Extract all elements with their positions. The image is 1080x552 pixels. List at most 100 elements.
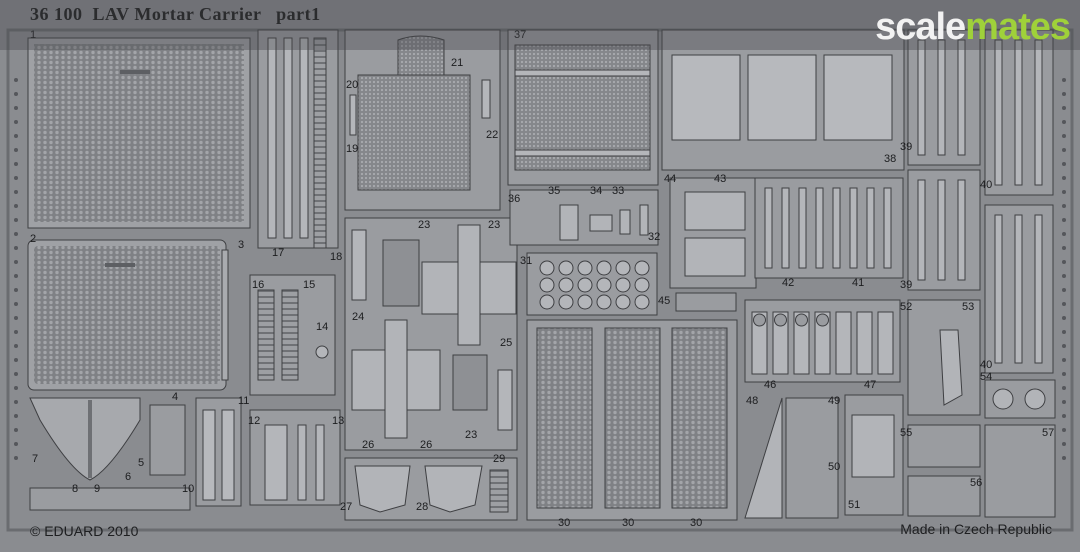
part-number-label: 4	[172, 391, 178, 403]
part-number-label: 35	[548, 185, 560, 197]
part-number-label: 28	[416, 501, 428, 513]
parts-4-6	[149, 404, 186, 476]
part-number-label: 43	[714, 173, 726, 185]
part-number-label: 30	[558, 517, 570, 529]
part-2-mesh	[34, 246, 220, 384]
part-number-label: 57	[1042, 427, 1054, 439]
part-35	[559, 204, 579, 241]
part-22	[481, 79, 491, 119]
part-33	[619, 209, 631, 235]
parts-41-42-frame	[754, 177, 904, 279]
part-number-label: 53	[962, 301, 974, 313]
part-number-label: 34	[590, 185, 602, 197]
part-number-label: 26	[362, 439, 374, 451]
part-number-label: 56	[970, 477, 982, 489]
part-number-label: 22	[486, 129, 498, 141]
part-number-label: 39	[900, 141, 912, 153]
part-number-label: 51	[848, 499, 860, 511]
part-number-label: 6	[125, 471, 131, 483]
part-56	[907, 475, 981, 517]
part-number-label: 46	[764, 379, 776, 391]
part-21-grille	[357, 74, 471, 191]
part-30-strip-c	[671, 327, 728, 509]
part-number-label: 15	[303, 279, 315, 291]
parts-8-10	[29, 487, 191, 511]
part-number-label: 10	[182, 483, 194, 495]
part-24	[351, 229, 367, 301]
parts-49-50	[785, 397, 839, 519]
part-17-rod-c	[299, 37, 309, 239]
part-number-label: 25	[500, 337, 512, 349]
part-28	[424, 465, 483, 513]
made-in-text: Made in Czech Republic	[900, 521, 1052, 537]
part-number-label: 44	[664, 173, 676, 185]
part-number-label: 45	[658, 295, 670, 307]
part-number-label: 13	[332, 415, 344, 427]
logo-part2: mates	[965, 6, 1071, 48]
part-number-label: 23	[488, 219, 500, 231]
part-48	[744, 397, 783, 519]
part-number-label: 54	[980, 371, 992, 383]
part-number-label: 40	[980, 179, 992, 191]
part-number-label: 29	[493, 453, 505, 465]
part-number-label: 26	[420, 439, 432, 451]
part-number-label: 37	[514, 29, 526, 41]
part-29	[489, 469, 509, 513]
part-32	[639, 204, 649, 236]
part-number-label: 42	[782, 277, 794, 289]
part-19	[349, 94, 357, 136]
watermark-banner	[0, 0, 1080, 50]
part-number-label: 19	[346, 143, 358, 155]
parts-41-42-rods	[764, 187, 892, 269]
part-number-label: 30	[622, 517, 634, 529]
part-number-label: 33	[612, 185, 624, 197]
part-number-label: 16	[252, 279, 264, 291]
part-number-label: 11	[238, 395, 249, 407]
part-number-label: 3	[238, 239, 244, 251]
part-number-label: 32	[648, 231, 660, 243]
part-number-label: 17	[272, 247, 284, 259]
parts-12-13	[249, 409, 341, 506]
part-number-label: 36	[508, 193, 520, 205]
part-57	[984, 424, 1056, 518]
part-number-label: 7	[32, 453, 38, 465]
part-number-label: 41	[852, 277, 864, 289]
part-number-label: 49	[828, 395, 840, 407]
part-18	[313, 37, 327, 249]
part-number-label: 23	[465, 429, 477, 441]
part-number-label: 47	[864, 379, 876, 391]
part-number-label: 40	[980, 359, 992, 371]
part-number-label: 2	[30, 233, 36, 245]
parts-39-40-rods	[917, 39, 1043, 364]
frame-holes-left	[14, 78, 18, 460]
part-31-discs	[539, 260, 650, 310]
part-number-label: 9	[94, 483, 100, 495]
part-7	[29, 397, 141, 481]
part-number-label: 39	[900, 279, 912, 291]
part-number-label: 48	[746, 395, 758, 407]
part-34	[589, 214, 613, 232]
part-number-label: 1	[30, 29, 36, 41]
part-17-rod-a	[267, 37, 277, 239]
scalemates-logo: scalemates	[875, 6, 1071, 49]
sheet-title: 36 100 LAV Mortar Carrier part1	[30, 4, 321, 24]
part-number-label: 5	[138, 457, 144, 469]
part-number-label: 8	[72, 483, 78, 495]
part-number-label: 52	[900, 301, 912, 313]
part-number-label: 30	[690, 517, 702, 529]
part-46-tabs	[751, 311, 894, 375]
part-number-label: 14	[316, 321, 328, 333]
part-number-label: 23	[418, 219, 430, 231]
part-number-label: 21	[451, 57, 463, 69]
parts-23-26-frame	[344, 217, 518, 451]
part-30-strip-a	[536, 327, 593, 509]
part-17-rod-b	[283, 37, 293, 239]
part-number-label: 27	[340, 501, 352, 513]
part-55	[907, 424, 981, 468]
parts-32-36-frame	[509, 189, 659, 246]
part-25	[497, 369, 513, 431]
part-number-label: 50	[828, 461, 840, 473]
part-number-label: 24	[352, 311, 364, 323]
